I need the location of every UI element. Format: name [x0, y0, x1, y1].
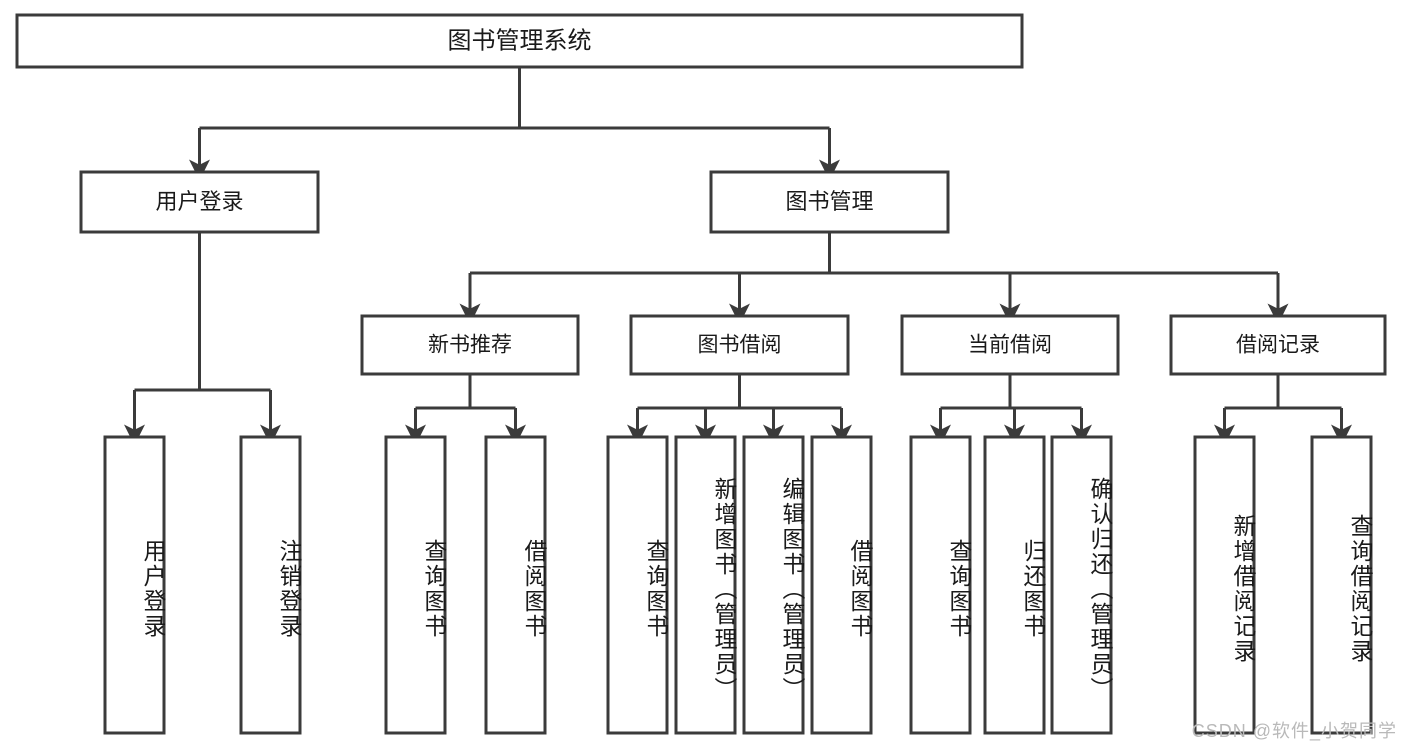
node-leaf-borrow-book-2[interactable]: [810, 435, 873, 735]
node-leaf-edit-book-admin[interactable]: [742, 435, 805, 735]
node-user-login[interactable]: 用户登录: [79, 170, 320, 234]
node-leaf-logout-login[interactable]: [239, 435, 302, 735]
node-leaf-query-book-2[interactable]: [606, 435, 669, 735]
node-label: 当前借阅: [968, 334, 1052, 357]
node-leaf-query-book-1[interactable]: [384, 435, 447, 735]
node-current-borrow[interactable]: 当前借阅: [900, 314, 1120, 376]
node-book-borrow[interactable]: 图书借阅: [629, 314, 850, 376]
node-leaf-borrow-book-1[interactable]: [484, 435, 547, 735]
node-book-management[interactable]: 图书管理: [709, 170, 950, 234]
node-leaf-add-book-admin[interactable]: [674, 435, 737, 735]
node-label: 图书管理系统: [448, 27, 592, 54]
node-leaf-return-book[interactable]: [983, 435, 1046, 735]
node-label: 借阅记录: [1236, 334, 1320, 357]
node-label: 图书借阅: [698, 334, 782, 357]
node-leaf-query-book-3[interactable]: [909, 435, 972, 735]
node-label: 用户登录: [155, 189, 243, 214]
node-leaf-confirm-return-admin[interactable]: [1050, 435, 1113, 735]
node-leaf-query-borrow-record[interactable]: [1310, 435, 1373, 735]
node-borrow-record[interactable]: 借阅记录: [1169, 314, 1387, 376]
node-label: 图书管理: [785, 189, 873, 214]
node-label: 新书推荐: [428, 334, 512, 357]
node-new-book-recommend[interactable]: 新书推荐: [360, 314, 580, 376]
node-root[interactable]: 图书管理系统: [15, 13, 1024, 69]
edges-layer: [124, 67, 1352, 446]
node-leaf-user-login[interactable]: [103, 435, 166, 735]
node-leaf-add-borrow-record[interactable]: [1193, 435, 1256, 735]
